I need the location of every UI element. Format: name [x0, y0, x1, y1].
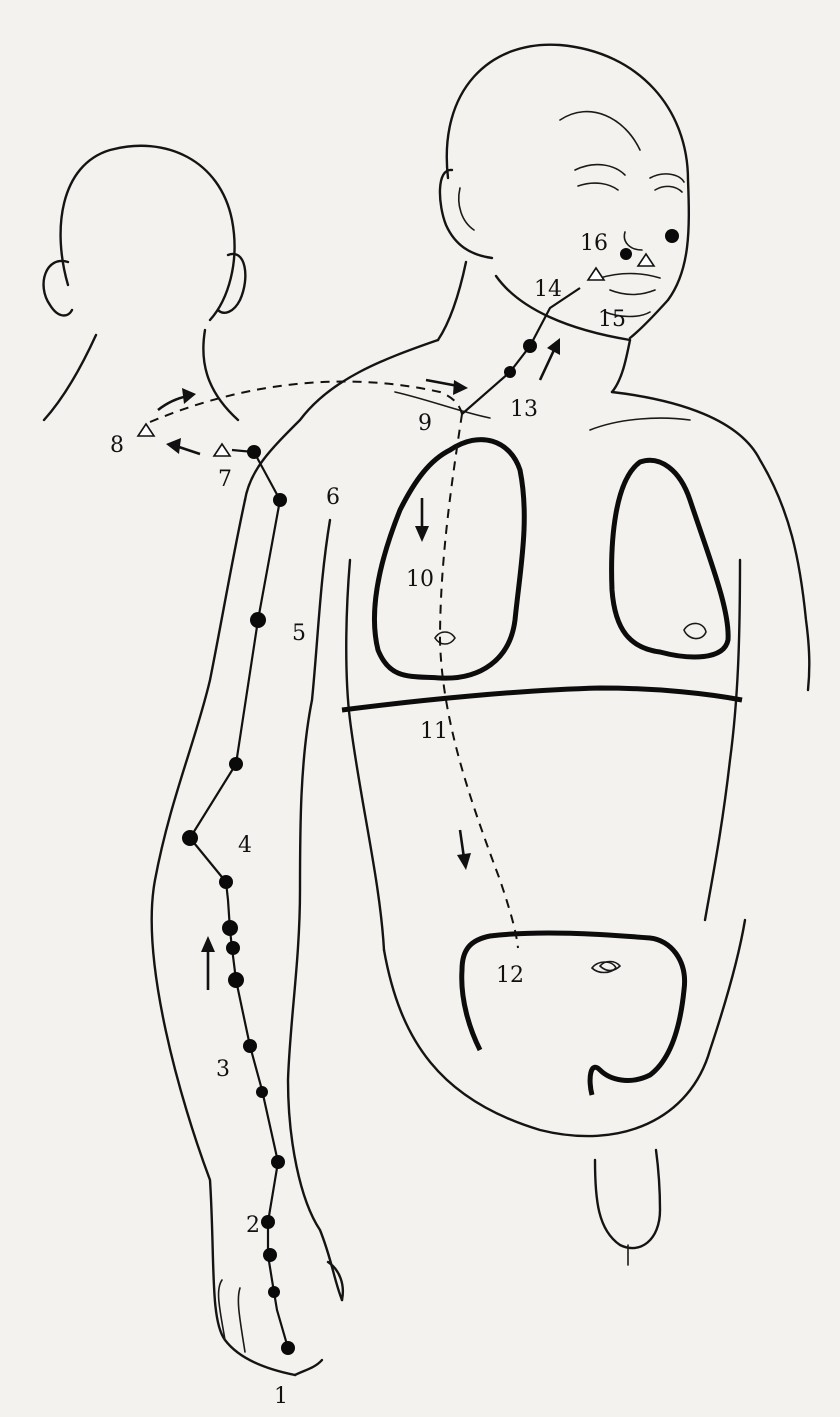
body-outline [152, 45, 810, 1375]
point-marker [250, 612, 266, 628]
label-14: 14 [534, 277, 562, 302]
triangle-marker [138, 424, 154, 436]
label-2: 2 [246, 1213, 260, 1238]
label-16: 16 [580, 231, 608, 256]
point-marker [273, 493, 287, 507]
triangle-marker [588, 268, 604, 280]
point-marker [226, 941, 240, 955]
label-4: 4 [238, 833, 252, 858]
triangle-marker [214, 444, 230, 456]
triangle-marker [638, 254, 654, 266]
label-1: 1 [274, 1384, 288, 1409]
lungs [374, 440, 728, 679]
point-marker [247, 445, 261, 459]
point-marker [222, 920, 238, 936]
back-head-figure [44, 146, 246, 420]
label-10: 10 [406, 567, 434, 592]
arrow-icon [182, 388, 196, 404]
arrow-icon [453, 380, 468, 395]
point-marker [268, 1286, 280, 1298]
label-12: 12 [496, 963, 524, 988]
point-marker [665, 229, 679, 243]
large-intestine [462, 933, 685, 1095]
label-5: 5 [292, 621, 306, 646]
label-3: 3 [216, 1057, 230, 1082]
arm-acupoints [182, 445, 295, 1355]
point-marker [256, 1086, 268, 1098]
arrow-icon [415, 526, 429, 542]
arrow-icon [201, 936, 215, 952]
point-marker [228, 972, 244, 988]
point-marker [263, 1248, 277, 1262]
arrow-icon [426, 380, 458, 386]
arm-meridian [190, 450, 288, 1348]
arrow-icon [540, 350, 554, 380]
point-marker [229, 757, 243, 771]
flow-arrows [158, 338, 560, 990]
point-marker [523, 339, 537, 353]
label-9: 9 [418, 411, 432, 436]
point-marker [219, 875, 233, 889]
point-marker [281, 1341, 295, 1355]
arrow-icon [457, 853, 471, 870]
point-marker [271, 1155, 285, 1169]
label-7: 7 [218, 467, 232, 492]
label-11: 11 [420, 719, 448, 744]
point-marker [261, 1215, 275, 1229]
label-13: 13 [510, 397, 538, 422]
point-marker [504, 366, 516, 378]
point-marker [182, 830, 198, 846]
label-15: 15 [598, 307, 626, 332]
point-marker [620, 248, 632, 260]
point-marker [243, 1039, 257, 1053]
label-6: 6 [326, 485, 340, 510]
arrow-icon [166, 438, 181, 454]
label-8: 8 [110, 433, 124, 458]
arrow-icon [460, 830, 464, 858]
